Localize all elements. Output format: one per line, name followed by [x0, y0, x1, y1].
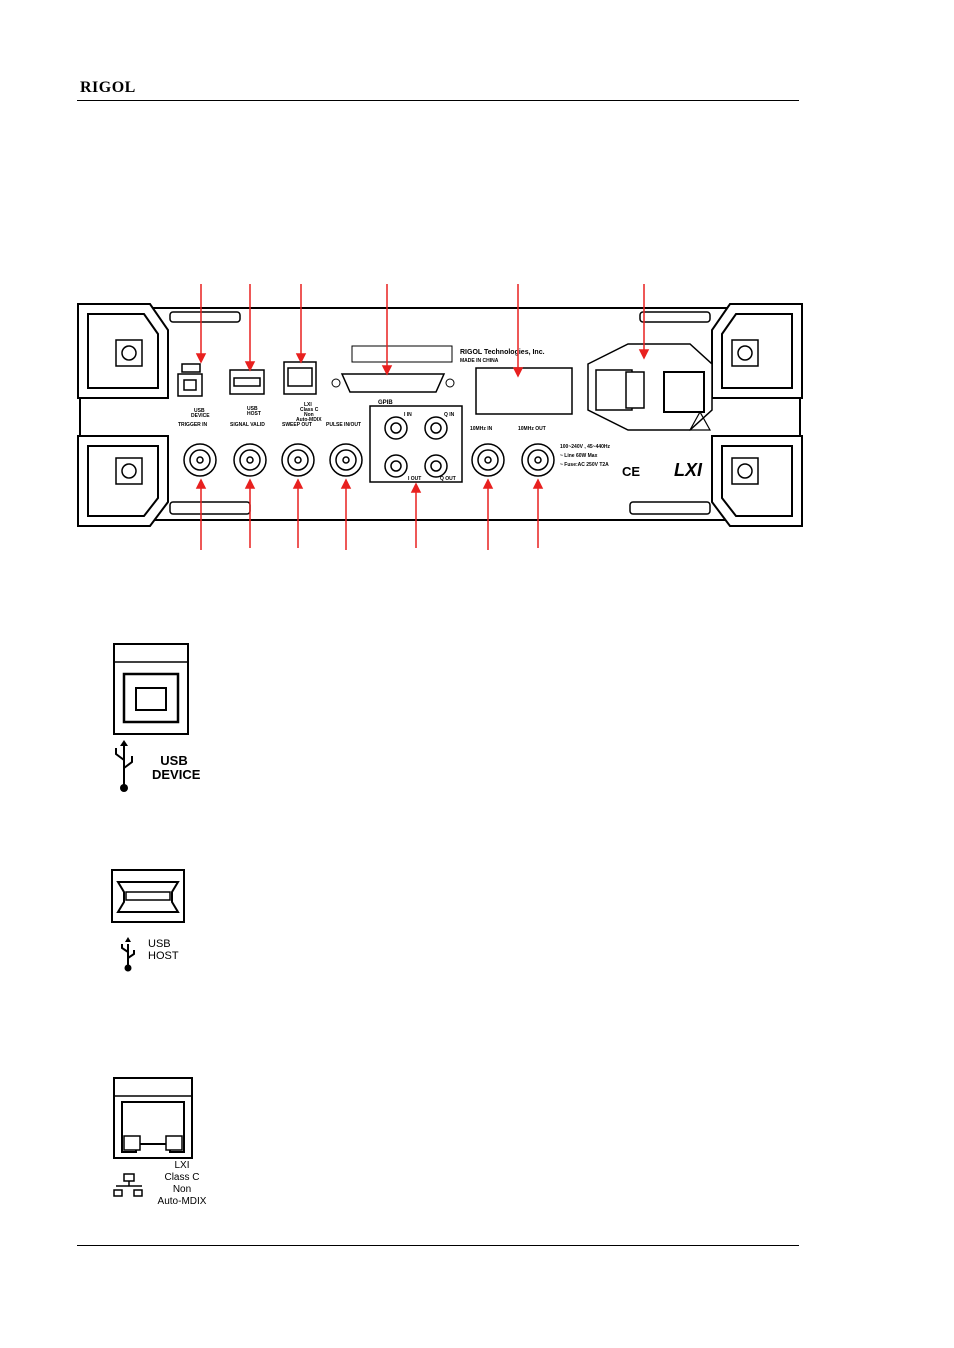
lan-text-2: Class C — [164, 1172, 200, 1183]
ref-in-label: 10MHz IN — [470, 426, 493, 432]
ce-mark: CE — [622, 464, 640, 479]
lan-label-3: Non — [304, 412, 314, 418]
lan-text-3: Non — [172, 1184, 192, 1195]
usb-device-label-2: DEVICE — [191, 413, 210, 419]
power-rating-1: 100~240V , 45~440Hz — [560, 444, 611, 450]
usb-host-port — [229, 369, 265, 395]
bnc-connectors — [183, 443, 555, 477]
lan-label-2: Class C — [300, 407, 319, 413]
i-in-label: I IN — [404, 412, 412, 418]
q-out-label: Q OUT — [440, 476, 456, 482]
gpib-label: GPIB — [378, 400, 393, 406]
usb-device-icon: USB DEVICE — [104, 640, 204, 800]
sweep-out-label: SWEEP OUT — [282, 422, 312, 428]
usb-host-label-1: USB — [247, 406, 258, 412]
trigger-in-label: TRIGGER IN — [178, 422, 208, 428]
usb-device-text-1: USB — [160, 753, 188, 768]
i-out-label: I OUT — [408, 476, 421, 482]
gpib-connector — [340, 373, 446, 393]
usb-device-port — [177, 363, 203, 397]
lan-port — [283, 361, 317, 395]
lan-label-1: LXI — [304, 402, 312, 408]
header-rule — [77, 100, 799, 101]
option-plate — [475, 367, 573, 415]
usb-device-label-1: USB — [194, 408, 205, 414]
lan-text-4: Auto-MDIX — [157, 1196, 207, 1207]
ref-out-label: 10MHz OUT — [518, 426, 546, 432]
usb-host-label-2: HOST — [247, 411, 261, 417]
usb-host-text-1: USB — [148, 938, 171, 950]
usb-host-text-2: HOST — [148, 950, 179, 962]
brand-logo: RIGOL — [80, 79, 136, 96]
rear-panel-figure: USB DEVICE USB HOST LXI Class C Non Auto… — [60, 280, 820, 560]
signal-valid-label: SIGNAL VALID — [230, 422, 265, 428]
footer-rule — [77, 1245, 799, 1246]
company-label: RIGOL Technologies, Inc. — [460, 349, 545, 356]
pulse-label: PULSE IN/OUT — [326, 422, 361, 428]
lan-text-1: LXI — [174, 1160, 190, 1171]
lan-port-icon: LXI Class C Non Auto-MDIX — [104, 1074, 214, 1214]
q-in-label: Q IN — [444, 412, 455, 418]
power-rating-3: ~ Fuse:AC 250V T2A — [560, 462, 609, 468]
made-in-label: MADE IN CHINA — [460, 358, 499, 364]
iq-connectors — [384, 416, 448, 478]
lxi-mark: LXI — [674, 460, 703, 480]
usb-device-text-2: DEVICE — [152, 767, 201, 782]
usb-host-icon: USB HOST — [104, 862, 204, 982]
callout-lines — [195, 284, 650, 550]
rear-panel-drawing: USB DEVICE USB HOST LXI Class C Non Auto… — [77, 284, 803, 550]
lan-label-4: Auto-MDIX — [296, 417, 322, 423]
power-rating-2: ~ Line 60W Max — [560, 453, 598, 459]
corner-screws — [115, 339, 759, 485]
